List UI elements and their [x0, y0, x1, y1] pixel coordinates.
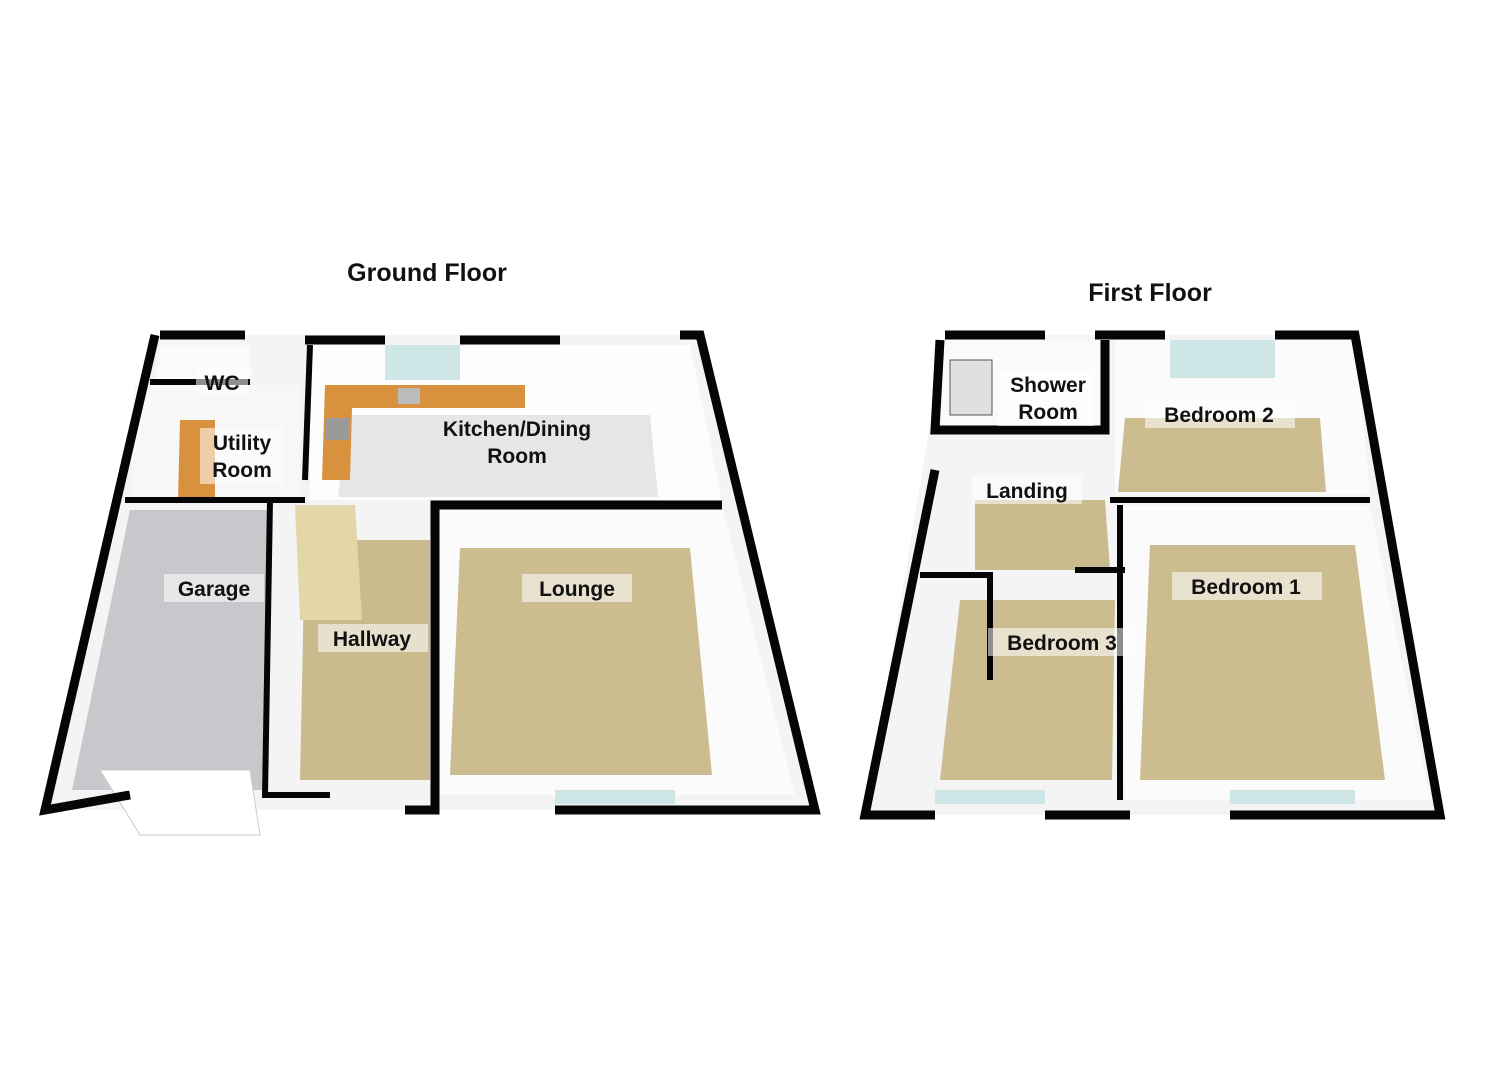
first-floor-title: First Floor: [1088, 279, 1212, 307]
room-label-kitchen: Kitchen/Dining: [443, 418, 591, 441]
ground-floor-plan: Ground Floor WC Utility Room Kitchen/Din…: [39, 259, 821, 836]
lounge-floor: [450, 548, 712, 775]
kitchen-floor: [338, 415, 658, 497]
room-label-shower: Shower: [1010, 374, 1086, 397]
bedroom-3-floor: [940, 600, 1115, 780]
landing-floor: [975, 500, 1110, 570]
ground-floor-title: Ground Floor: [347, 259, 507, 287]
room-label-dining-room: Room: [487, 445, 547, 468]
room-label-utility: Utility: [213, 432, 272, 455]
lounge-window: [555, 790, 675, 804]
bedroom-1-window: [1230, 790, 1355, 804]
room-label-bedroom-3: Bedroom 3: [1007, 632, 1117, 655]
room-label-garage: Garage: [178, 578, 250, 601]
bedroom-1-floor: [1140, 545, 1385, 780]
room-label-bedroom-2: Bedroom 2: [1164, 404, 1274, 427]
room-label-bedroom-1: Bedroom 1: [1191, 576, 1301, 599]
room-label-lounge: Lounge: [539, 578, 615, 601]
first-floor-plan: First Floor Shower Room Bedroom 2 Landin…: [859, 279, 1446, 820]
room-label-shower-room: Room: [1018, 401, 1078, 424]
bedroom-3-window: [935, 790, 1045, 804]
staircase: [295, 505, 362, 620]
room-label-utility-room: Room: [212, 459, 272, 482]
sink-icon: [398, 388, 420, 404]
hob-icon: [325, 418, 349, 440]
room-label-landing: Landing: [986, 480, 1068, 503]
bedroom-2-window: [1170, 340, 1275, 378]
bedroom-2-floor: [1118, 418, 1326, 492]
kitchen-window: [385, 345, 460, 380]
room-label-wc: WC: [205, 372, 240, 395]
shower-enclosure: [949, 359, 993, 416]
kitchen-worktop: [322, 385, 525, 480]
room-label-hallway: Hallway: [333, 628, 412, 651]
garage-door: [99, 769, 261, 836]
